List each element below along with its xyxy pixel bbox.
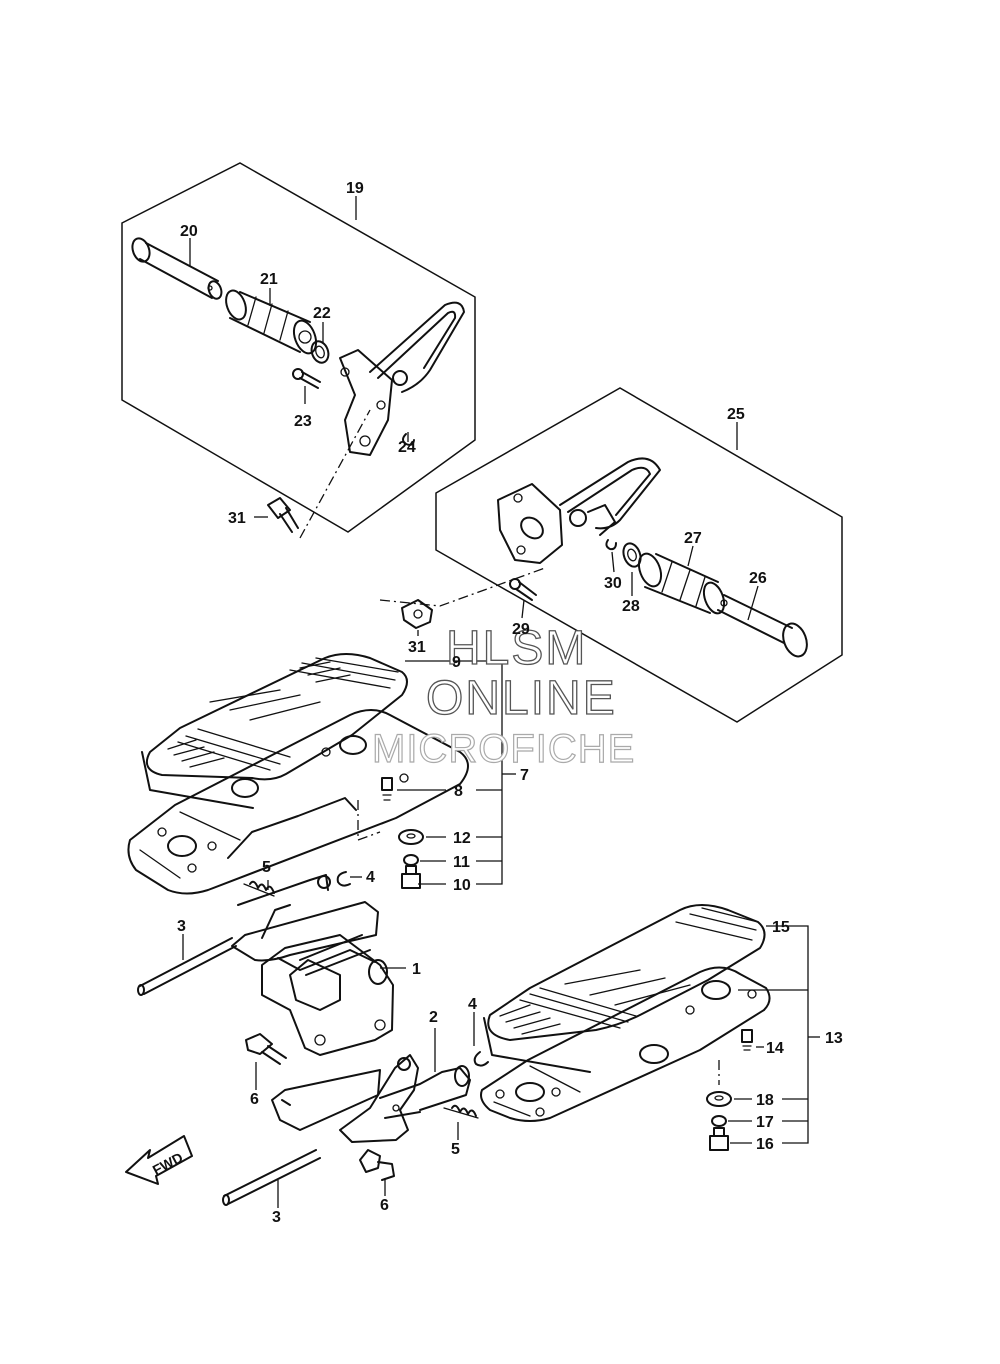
callout-30: 30 <box>604 575 622 592</box>
watermark-line3: MICROFICHE <box>372 727 635 771</box>
centerline-8 <box>357 800 381 841</box>
callout-3-upper: 3 <box>177 918 186 935</box>
callout-17: 17 <box>756 1114 774 1131</box>
part-23-pin <box>292 368 321 389</box>
callout-10: 10 <box>453 877 471 894</box>
part-11-nut <box>403 854 419 866</box>
part-18-washer <box>706 1091 732 1107</box>
callout-9: 9 <box>452 654 461 671</box>
callout-6-lower: 6 <box>380 1197 389 1214</box>
callout-7: 7 <box>520 767 529 784</box>
watermark: HLSM ONLINE MICROFICHE <box>371 621 635 771</box>
callout-22: 22 <box>313 305 331 322</box>
part-27-peg-rubber <box>637 552 726 615</box>
watermark-line2: ONLINE <box>426 672 617 725</box>
bracket-25 <box>497 457 661 564</box>
callout-24: 24 <box>398 439 416 456</box>
part-26-pin <box>717 594 808 658</box>
callout-18: 18 <box>756 1092 774 1109</box>
part-10-bolt <box>401 865 421 889</box>
callout-28: 28 <box>622 598 640 615</box>
callout-29: 29 <box>512 621 530 638</box>
callout-3-lower: 3 <box>272 1209 281 1226</box>
part-17-nut <box>711 1115 727 1127</box>
leader-lines <box>182 196 820 1208</box>
callout-4-lower: 4 <box>468 996 477 1013</box>
part-28-washer <box>622 542 642 568</box>
callout-21: 21 <box>260 271 278 288</box>
assembly-box-25 <box>435 387 843 723</box>
part-12-washer <box>398 829 424 845</box>
centerline-31-lower <box>379 567 546 607</box>
part-22-washer <box>310 340 330 364</box>
bracket-2 <box>271 1054 471 1143</box>
part-29-pin <box>509 578 537 601</box>
part-3-rod-lower <box>222 1149 321 1206</box>
part-21-peg-rubber <box>225 289 318 355</box>
footboard-assembly-7 <box>127 653 469 895</box>
part-3-rod-upper <box>137 937 237 996</box>
fwd-arrow-icon: FWD <box>125 1135 193 1185</box>
callout-4-upper: 4 <box>366 869 375 886</box>
part-4-clip-upper <box>336 871 351 887</box>
callout-12: 12 <box>453 830 471 847</box>
callout-15: 15 <box>772 919 790 936</box>
part-6-bolt-lower <box>359 1149 395 1181</box>
callout-labels: 19 20 21 22 23 24 31 25 27 26 30 28 29 3… <box>177 180 843 1226</box>
callout-1: 1 <box>412 961 421 978</box>
callout-19: 19 <box>346 180 364 197</box>
callout-13: 13 <box>825 1030 843 1047</box>
callout-31-upper: 31 <box>228 510 246 527</box>
part-31-bolt-lower <box>401 599 433 629</box>
callout-23: 23 <box>294 413 312 430</box>
callout-31-lower: 31 <box>408 639 426 656</box>
bracket-19 <box>339 301 465 456</box>
part-6-bolt-upper <box>245 1033 287 1065</box>
centerline-31-upper <box>299 409 371 539</box>
part-31-bolt-upper <box>267 497 299 533</box>
part-16-bolt <box>709 1127 729 1151</box>
callout-8: 8 <box>454 783 463 800</box>
callout-11: 11 <box>453 854 470 871</box>
callout-6-upper: 6 <box>250 1091 259 1108</box>
footboard-assembly-15 <box>480 904 771 1122</box>
callout-25: 25 <box>727 406 745 423</box>
callout-5-lower: 5 <box>451 1141 460 1158</box>
callout-2: 2 <box>429 1009 438 1026</box>
part-5-spring-upper <box>243 880 275 897</box>
callout-16: 16 <box>756 1136 774 1153</box>
callout-27: 27 <box>684 530 702 547</box>
part-14-bolt <box>741 1029 753 1051</box>
part-20-pin <box>131 237 223 300</box>
callout-26: 26 <box>749 570 767 587</box>
bracket-1 <box>231 874 394 1056</box>
watermark-line1: HLSM <box>446 622 587 675</box>
assembly-box-19 <box>121 162 476 533</box>
callout-14: 14 <box>766 1040 784 1057</box>
part-8-bolt <box>381 777 393 801</box>
part-24-clip <box>402 433 415 446</box>
part-5-spring-lower <box>443 1104 479 1119</box>
callout-5-upper: 5 <box>262 859 271 876</box>
part-30-clip <box>605 539 617 551</box>
part-4-clip-lower <box>473 1051 489 1067</box>
callout-20: 20 <box>180 223 198 240</box>
